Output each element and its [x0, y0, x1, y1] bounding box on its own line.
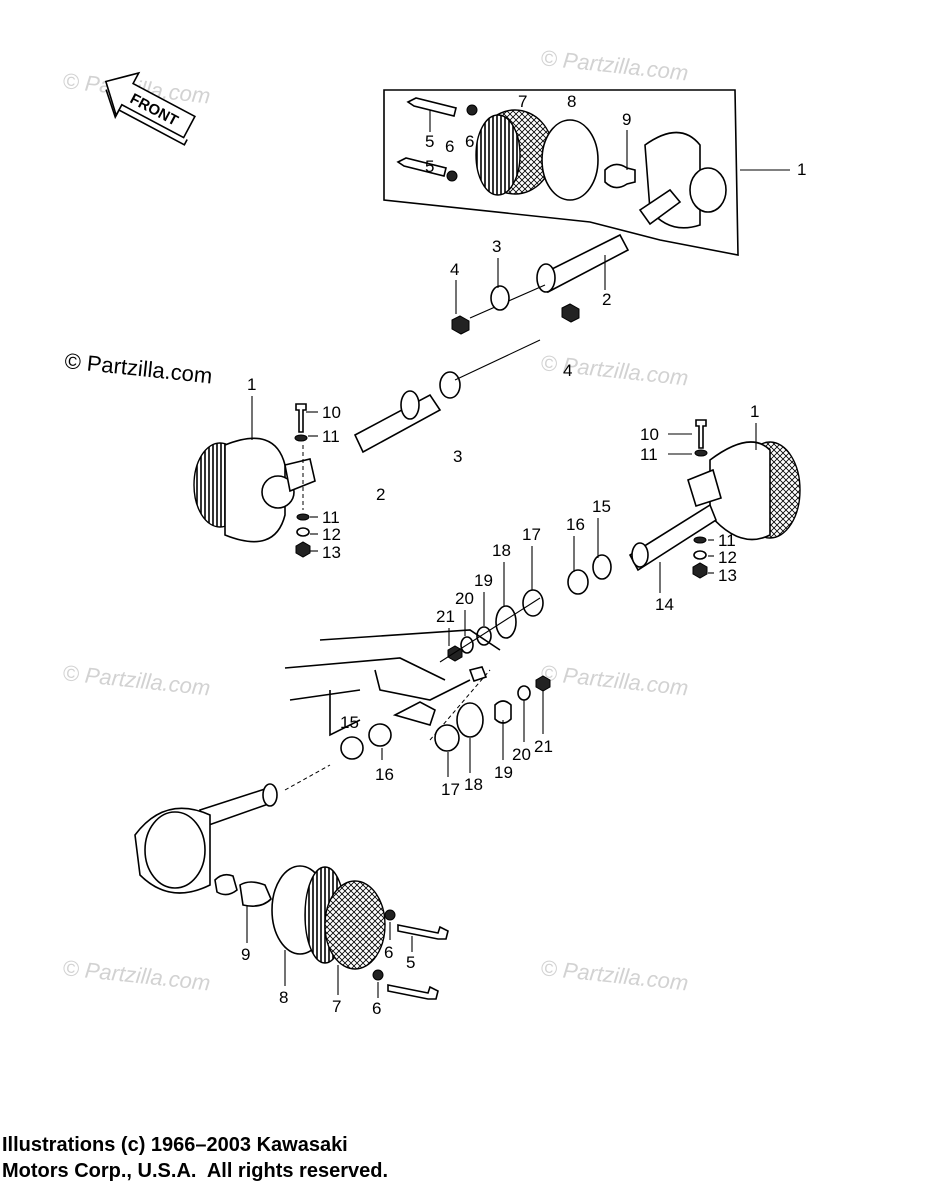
callout: 15	[592, 497, 611, 516]
copyright-line-2: Motors Corp., U.S.A. All rights reserved…	[2, 1160, 388, 1182]
callout: 1	[750, 402, 759, 421]
callout: 20	[512, 745, 531, 764]
callout: 10	[322, 403, 341, 422]
callout: 7	[332, 997, 341, 1016]
watermark: © Partzilla.com	[61, 955, 211, 995]
watermark: © Partzilla.com	[539, 955, 689, 995]
watermark: © Partzilla.com	[539, 350, 689, 390]
callout: 9	[241, 945, 250, 964]
callout: 5	[406, 953, 415, 972]
callout: 17	[522, 525, 541, 544]
callout: 11	[322, 508, 340, 527]
watermark: © Partzilla.com	[539, 45, 689, 85]
watermark: © Partzilla.com	[539, 660, 689, 700]
callout: 18	[464, 775, 483, 794]
callout: 2	[376, 485, 385, 504]
upper-mounting-hardware: 15 16 17 18 19 20 21	[436, 497, 611, 663]
callout: 19	[494, 763, 513, 782]
callout: 4	[563, 361, 572, 380]
callout: 13	[718, 566, 737, 585]
watermark-main: © Partzilla.com	[63, 348, 213, 388]
callout: 6	[372, 999, 381, 1018]
watermark: © Partzilla.com	[61, 660, 211, 700]
callout: 11	[640, 445, 658, 464]
callout: 12	[718, 548, 737, 567]
left-lamp-assembly: 1 10 11 11 12 13	[193, 339, 541, 562]
callout: 11	[322, 427, 340, 446]
callout: 4	[450, 260, 459, 279]
callout: 1	[797, 160, 806, 179]
callout: 6	[445, 137, 454, 156]
callout: 3	[492, 237, 501, 256]
bottom-lamp-assembly: 9 8 7 6 5 6	[134, 764, 449, 1018]
callout: 8	[279, 988, 288, 1007]
copyright-line-1: Illustrations (c) 1966–2003 Kawasaki	[2, 1134, 348, 1156]
lower-mounting-hardware: 15 16 17 18 19 20 21	[340, 675, 553, 799]
callout: 18	[492, 541, 511, 560]
callout: 13	[322, 543, 341, 562]
callout: 11	[718, 531, 736, 550]
callout: 16	[566, 515, 585, 534]
callout: 17	[441, 780, 460, 799]
callout: 12	[322, 525, 341, 544]
callout: 10	[640, 425, 659, 444]
callout: 20	[455, 589, 474, 608]
callout: 15	[340, 713, 359, 732]
copyright-notice: Illustrations (c) 1966–2003 Kawasaki Mot…	[2, 1132, 388, 1184]
callout: 16	[375, 765, 394, 784]
callout: 19	[474, 571, 493, 590]
callout: 1	[247, 375, 256, 394]
callout: 14	[655, 595, 674, 614]
frame-bracket	[284, 629, 501, 741]
top-lamp-assembly: 1 2 3 4 5 6 7 8 9 5 6 3 4 2	[376, 89, 806, 504]
callout: 3	[453, 447, 462, 466]
callout: 9	[622, 110, 631, 129]
callout: 2	[602, 290, 611, 309]
callout: 5	[425, 157, 434, 176]
callout: 8	[567, 92, 576, 111]
callout: 7	[518, 92, 527, 111]
right-lamp-assembly: 1 10 11 11 12 13 14	[567, 402, 801, 614]
callout: 6	[384, 943, 393, 962]
callout: 21	[436, 607, 455, 626]
callout: 21	[534, 737, 553, 756]
callout: 5	[425, 132, 434, 151]
callout: 6	[465, 132, 474, 151]
